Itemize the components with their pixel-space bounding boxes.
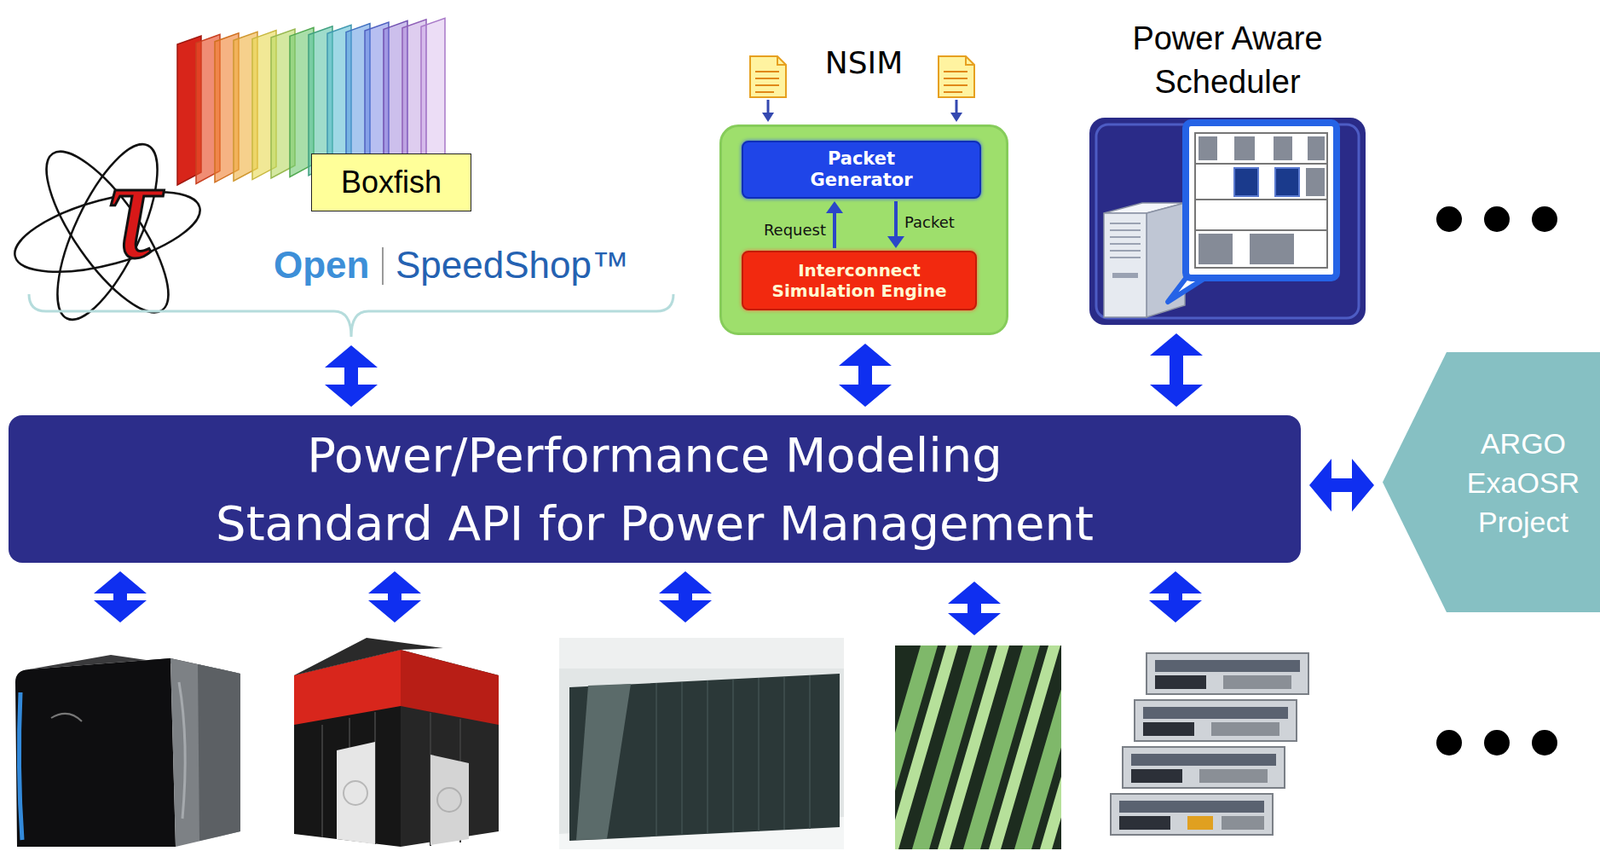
simulator-box: NSIMPacket GeneratorInterconnect Simulat… [719,124,1009,336]
group-bracket [28,294,674,337]
ellipsis-dots [1436,206,1558,232]
process-box: Interconnect Simulation Engine [741,250,977,311]
box-heading: NSIM [722,43,1006,83]
nec-supercomputer [15,654,241,847]
rack-servers [1110,652,1309,835]
ellipsis-dots [1436,729,1558,756]
fujitsu-supercomputer [294,637,499,847]
ibm-supercomputer [559,637,844,850]
double-arrow [1309,458,1375,512]
band-title: Standard API for Power Management [215,489,1094,558]
api-band: Power/Performance ModelingStandard API f… [8,415,1301,563]
logo-text: SpeedShop™ [395,242,630,289]
edge-label: Packet [904,213,955,232]
logo-symbol: τ [108,135,161,281]
arrow-head [825,201,844,214]
tau-orbits [6,131,208,332]
logo-text: Open [273,242,370,289]
edge-label: Request [763,220,826,240]
band-title: Power/Performance Modeling [306,421,1003,490]
pentagon-shape [1382,352,1600,613]
double-arrow [1149,333,1203,407]
project-arrow: ARGO ExaOSR Project [1382,352,1600,613]
double-arrow [324,345,378,407]
logo-separator [381,247,384,285]
arrow-shaft [894,201,898,237]
scheduler-panel [1089,117,1366,325]
process-box: Packet Generator [741,140,982,199]
circuit-boards [895,645,1062,850]
arrow-head [887,236,905,249]
document-icon [938,56,975,122]
process-name: Interconnect Simulation Engine [752,259,966,301]
tool-label-box: Boxfish [311,153,472,212]
tool-name: Boxfish [340,163,442,201]
process-name: Packet Generator [797,148,926,191]
project-name: ARGO ExaOSR Project [1459,423,1588,542]
flow-arrow [887,201,905,249]
scheduler-box: Power Aware Scheduler [1089,117,1366,325]
box-heading: Power Aware Scheduler [1099,17,1356,104]
arrow-shaft [832,213,837,249]
flow-arrow [825,201,844,249]
double-arrow [838,343,892,407]
double-arrow [93,571,1202,636]
document-icon [750,56,786,122]
